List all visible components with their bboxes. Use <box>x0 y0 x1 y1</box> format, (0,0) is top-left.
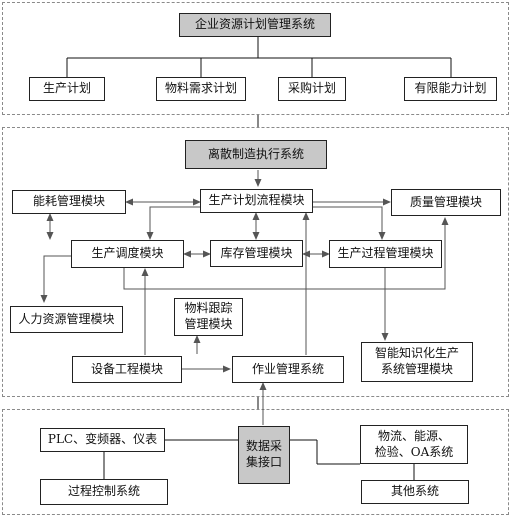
inventory-management-box: 库存管理模块 <box>210 240 303 267</box>
bottom-panel <box>2 409 509 515</box>
finite-capacity-plan-box: 有限能力计划 <box>404 77 497 101</box>
production-process-management-box: 生产过程管理模块 <box>329 240 442 268</box>
energy-management-box: 能耗管理模块 <box>12 190 126 214</box>
data-acquisition-interface-box: 数据采 集接口 <box>238 426 290 484</box>
mes-panel <box>2 127 509 397</box>
erp-panel <box>2 2 509 115</box>
other-systems-box: 其他系统 <box>361 480 469 504</box>
erp-title-box: 企业资源计划管理系统 <box>179 13 331 37</box>
plc-inverter-instrument-box: PLC、变频器、仪表 <box>40 428 165 452</box>
production-planning-flow-box: 生产计划流程模块 <box>200 189 313 213</box>
production-scheduling-box: 生产调度模块 <box>71 240 184 268</box>
intelligent-production-management-box: 智能知识化生产 系统管理模块 <box>361 342 473 382</box>
mes-title-box: 离散制造执行系统 <box>185 140 327 169</box>
operation-management-box: 作业管理系统 <box>232 356 344 383</box>
material-requirements-plan-box: 物料需求计划 <box>156 77 246 101</box>
human-resources-management-box: 人力资源管理模块 <box>10 306 123 333</box>
equipment-engineering-box: 设备工程模块 <box>72 356 182 383</box>
purchasing-plan-box: 采购计划 <box>278 77 346 101</box>
quality-management-box: 质量管理模块 <box>391 189 501 216</box>
process-control-system-box: 过程控制系统 <box>40 479 168 505</box>
material-tracking-box: 物料跟踪 管理模块 <box>174 298 243 336</box>
production-plan-box: 生产计划 <box>29 77 105 101</box>
logistics-energy-inspection-oa-box: 物流、能源、 检验、OA系统 <box>360 425 468 464</box>
